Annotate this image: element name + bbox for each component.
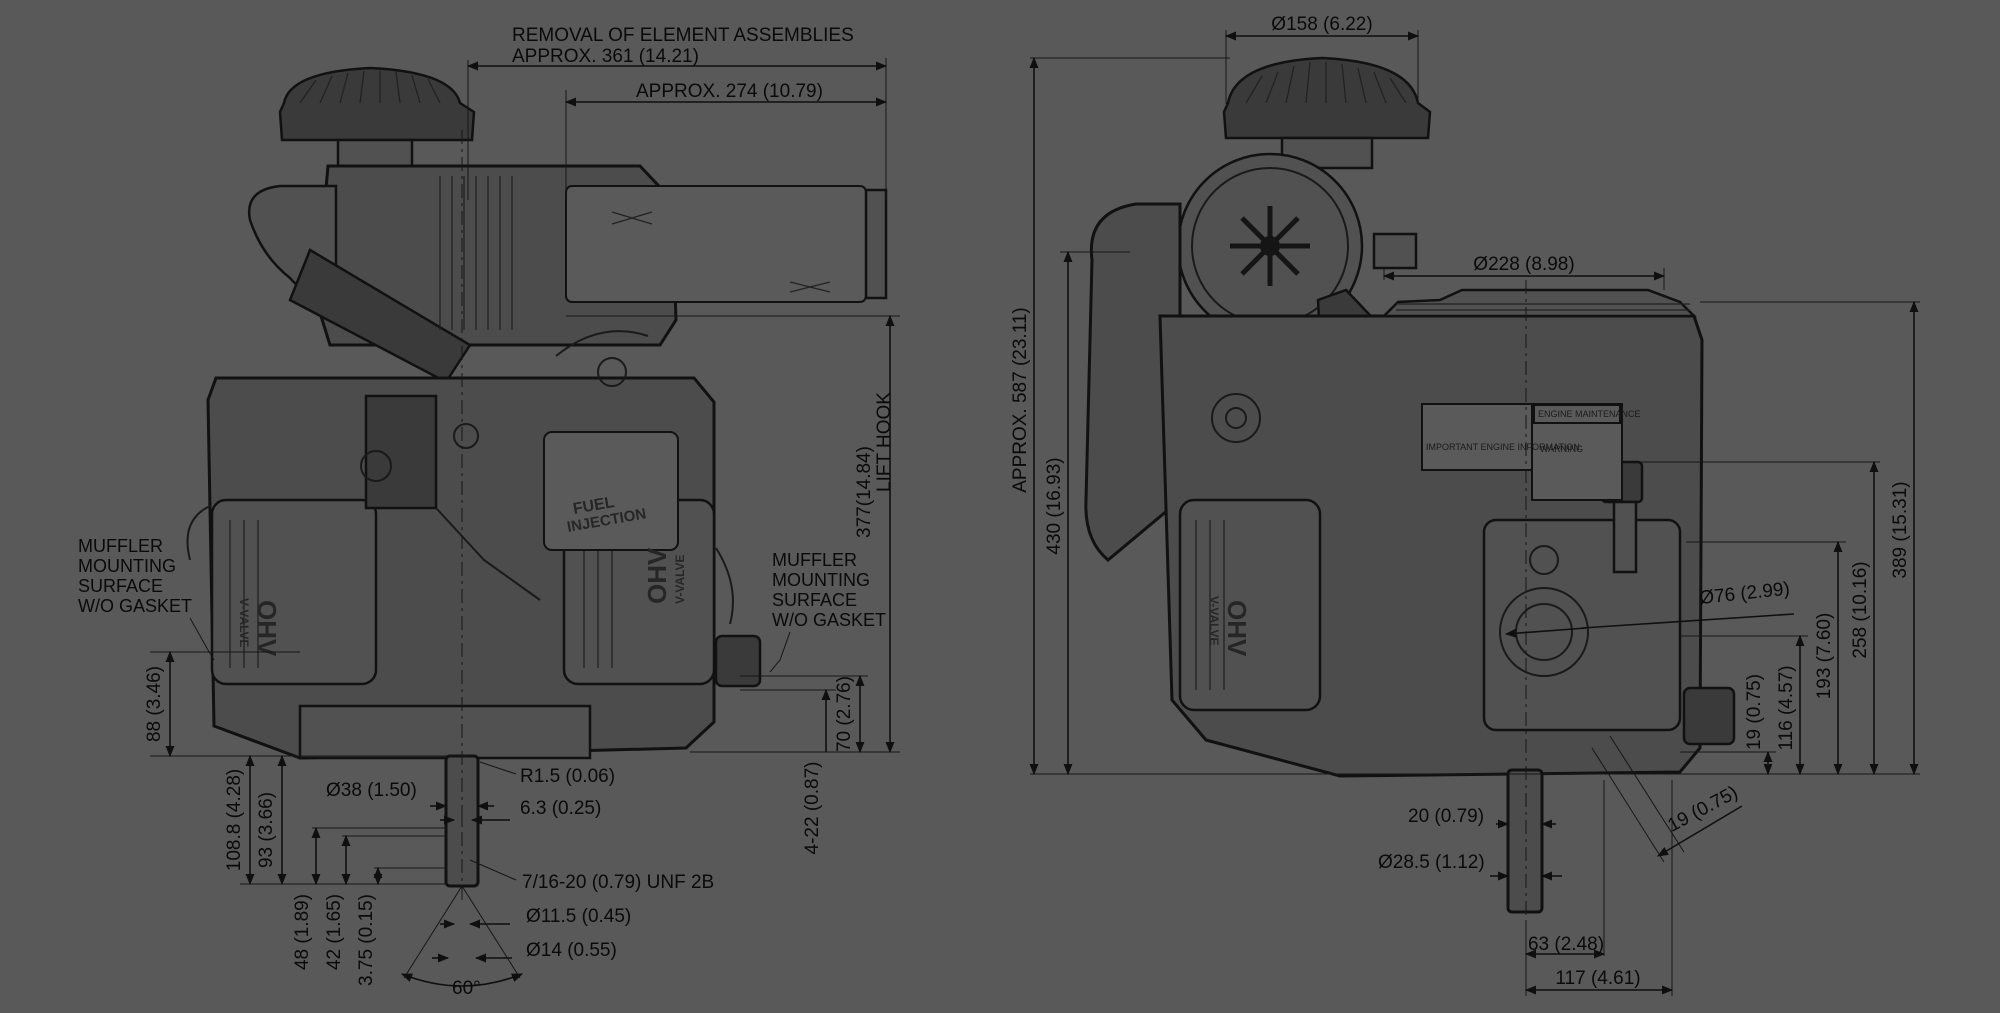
front-muffler-right-line4: W/O GASKET bbox=[772, 610, 886, 630]
side-dim-116: 116 (4.57) bbox=[1776, 665, 1797, 750]
front-dim-4-22: 4-22 (0.87) bbox=[802, 762, 823, 855]
front-removal-label-line2: APPROX. 361 (14.21) bbox=[512, 46, 699, 67]
front-ohv-emblem-right: OHV bbox=[642, 547, 672, 604]
side-ohv-emblem: OHV bbox=[1222, 600, 1252, 657]
front-vvalve-emblem-left: V-VALVE bbox=[237, 598, 251, 648]
front-dim-70: 70 (2.76) bbox=[834, 676, 855, 752]
side-dim-approx-587: APPROX. 587 (23.11) bbox=[1010, 307, 1031, 493]
side-dim-389: 389 (15.31) bbox=[1890, 481, 1911, 578]
front-engine-body: FUEL INJECTION OHV V-VALVE OHV V-VALVE bbox=[186, 66, 888, 900]
front-dim-108-8: 108.8 (4.28) bbox=[224, 769, 245, 871]
front-muffler-left-line3: SURFACE bbox=[78, 576, 163, 596]
front-muffler-left-line4: W/O GASKET bbox=[78, 596, 192, 616]
side-dim-dia28-5: Ø28.5 (1.12) bbox=[1378, 852, 1485, 873]
front-dim-48: 48 (1.89) bbox=[292, 894, 313, 970]
front-muffler-right-line1: MUFFLER bbox=[772, 550, 857, 570]
side-dim-dia158: Ø158 (6.22) bbox=[1271, 14, 1372, 35]
front-approx-274-label: APPROX. 274 (10.79) bbox=[636, 81, 823, 102]
front-muffler-left-line1: MUFFLER bbox=[78, 536, 163, 556]
front-removal-label-line1: REMOVAL OF ELEMENT ASSEMBLIES bbox=[512, 25, 854, 46]
front-dim-dia38: Ø38 (1.50) bbox=[326, 780, 417, 801]
front-vvalve-emblem-right: V-VALVE bbox=[673, 554, 687, 604]
side-dim-430: 430 (16.93) bbox=[1044, 457, 1065, 554]
front-dim-6-3: 6.3 (0.25) bbox=[520, 798, 601, 819]
front-ohv-emblem-left: OHV bbox=[252, 600, 282, 657]
side-dim-19-diagonal: 19 (0.75) bbox=[1664, 782, 1741, 836]
front-view: FUEL INJECTION OHV V-VALVE OHV V-VALVE R… bbox=[78, 25, 900, 999]
front-dim-r1-5: R1.5 (0.06) bbox=[520, 766, 615, 787]
side-view: ENGINE MAINTENANCE WARNING IMPORTANT ENG… bbox=[1010, 14, 1920, 996]
side-plate-info: IMPORTANT ENGINE INFORMATION bbox=[1426, 442, 1580, 452]
front-lift-hook-value: 377(14.84) bbox=[854, 446, 875, 538]
side-dim-dia76: Ø76 (2.99) bbox=[1698, 579, 1791, 609]
side-plate-warning: WARNING bbox=[1540, 444, 1583, 454]
front-dim-88: 88 (3.46) bbox=[144, 666, 165, 742]
side-dim-20: 20 (0.79) bbox=[1408, 806, 1484, 827]
front-muffler-left-line2: MOUNTING bbox=[78, 556, 176, 576]
side-dim-258: 258 (10.16) bbox=[1850, 561, 1871, 658]
front-dim-3-75: 3.75 (0.15) bbox=[356, 894, 377, 986]
front-muffler-right-line2: MOUNTING bbox=[772, 570, 870, 590]
side-dim-117: 117 (4.61) bbox=[1555, 968, 1640, 989]
side-dim-19-vertical: 19 (0.75) bbox=[1744, 674, 1765, 750]
side-dim-dia228: Ø228 (8.98) bbox=[1473, 254, 1574, 275]
side-vvalve-emblem: V-VALVE bbox=[1207, 596, 1221, 646]
front-lift-hook-label: LIFT HOOK bbox=[874, 392, 895, 492]
front-dim-thread: 7/16-20 (0.79) UNF 2B bbox=[522, 872, 714, 893]
front-dim-angle: 60° bbox=[452, 978, 481, 999]
side-dim-193: 193 (7.60) bbox=[1814, 613, 1835, 700]
front-dim-dia14: Ø14 (0.55) bbox=[526, 940, 617, 961]
side-engine-body: ENGINE MAINTENANCE WARNING IMPORTANT ENG… bbox=[1084, 56, 1736, 920]
front-dim-dia11-5: Ø11.5 (0.45) bbox=[526, 906, 631, 927]
side-plate-maintenance: ENGINE MAINTENANCE bbox=[1538, 409, 1641, 419]
side-dim-63: 63 (2.48) bbox=[1528, 934, 1604, 955]
front-dim-42: 42 (1.65) bbox=[324, 894, 345, 970]
front-dim-93: 93 (3.66) bbox=[256, 792, 277, 868]
front-muffler-right-line3: SURFACE bbox=[772, 590, 857, 610]
